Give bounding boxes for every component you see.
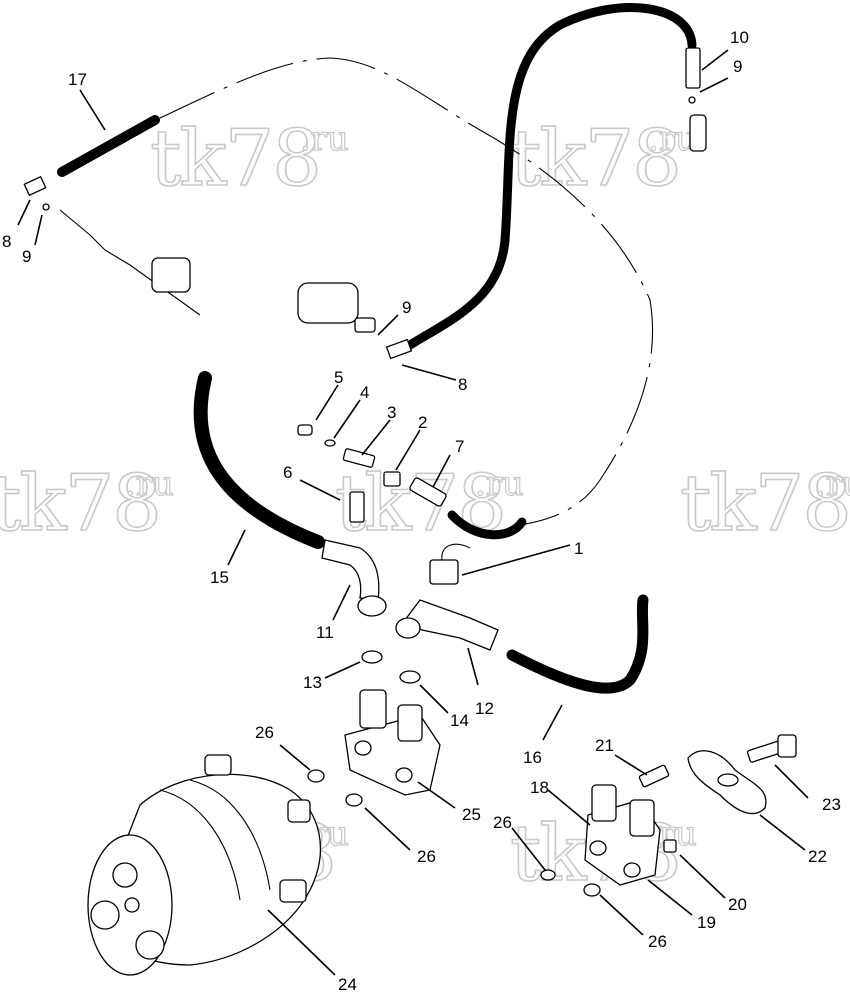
o-ring-26d: [583, 883, 601, 897]
callout-26: 26: [493, 813, 512, 832]
plug-20: [663, 839, 677, 853]
callout-labels: 17 8 9 10 9 9 8 5 4 3 2 7 6 1 15 11 13 1…: [2, 28, 841, 994]
callout-14: 14: [450, 711, 469, 730]
routing-dashed-lines: [159, 57, 654, 526]
callout-21: 21: [595, 736, 614, 755]
callout-7: 7: [455, 437, 464, 456]
callout-9: 9: [733, 57, 742, 76]
elbow-11: [321, 539, 380, 601]
callout-5: 5: [334, 368, 343, 387]
o-ring-14: [399, 670, 421, 684]
callout-4: 4: [360, 383, 369, 402]
elbow-12: [404, 599, 499, 651]
parts: [23, 47, 797, 976]
hoses: [57, 3, 697, 694]
callout-26: 26: [255, 723, 274, 742]
nut-2: [383, 471, 401, 487]
watermark-suffix: .ru: [125, 464, 174, 504]
watermark-suffix: .ru: [300, 119, 349, 159]
callout-6: 6: [283, 463, 292, 482]
compressor-24: [87, 754, 322, 976]
manifold-25: [344, 714, 441, 796]
callout-15: 15: [210, 568, 229, 587]
tee-3: [342, 448, 376, 468]
callout-26: 26: [417, 847, 436, 866]
o-ring-4: [324, 439, 336, 447]
arrows: [17, 49, 809, 976]
hose-upper: [405, 3, 697, 350]
o-ring-9-left: [42, 203, 50, 211]
hose-15: [193, 371, 325, 549]
callout-25: 25: [462, 805, 481, 824]
callout-9: 9: [22, 247, 31, 266]
callout-1: 1: [574, 539, 583, 558]
receiver-drier: [297, 282, 359, 324]
watermark-text: tk78: [680, 459, 850, 549]
hose-7: [447, 510, 527, 540]
fitting-10: [685, 47, 701, 89]
fitting-6: [349, 491, 365, 523]
callout-19: 19: [697, 913, 716, 932]
callout-2: 2: [418, 413, 427, 432]
pressure-tee: [689, 114, 707, 152]
callout-18: 18: [530, 778, 549, 797]
callout-9: 9: [402, 298, 411, 317]
o-ring-26b: [345, 793, 363, 807]
callout-13: 13: [303, 673, 322, 692]
callout-11: 11: [316, 623, 334, 642]
o-ring-9-right: [688, 96, 696, 104]
fitting-8-left: [23, 175, 47, 197]
watermark-suffix: .ru: [475, 464, 524, 504]
callout-8: 8: [458, 375, 467, 394]
elbow-11-nut: [357, 595, 387, 617]
callout-16: 16: [523, 748, 542, 767]
watermark-text: tk78: [0, 459, 160, 549]
callout-23: 23: [822, 795, 841, 814]
hose-16: [506, 594, 649, 694]
valve-21: [638, 764, 670, 788]
watermark-suffix: .ru: [648, 119, 697, 159]
o-ring-26a: [307, 769, 325, 783]
callout-20: 20: [728, 895, 747, 914]
o-ring-26c: [540, 869, 556, 881]
fitting-8-mid: [385, 338, 413, 360]
hose-17: [57, 115, 160, 177]
callout-17: 17: [68, 70, 87, 89]
o-ring-13: [361, 650, 383, 664]
callout-8: 8: [2, 232, 11, 251]
callout-10: 10: [730, 28, 749, 47]
callout-22: 22: [808, 847, 827, 866]
solenoid-block: [151, 257, 191, 293]
watermark-text: tk78: [150, 114, 320, 204]
callout-12: 12: [475, 699, 494, 718]
callout-24: 24: [338, 975, 357, 994]
switch-1: [429, 559, 459, 585]
callout-3: 3: [387, 403, 396, 422]
fitting-7: [409, 477, 447, 507]
cap-5: [297, 424, 313, 436]
callout-26: 26: [648, 932, 667, 951]
watermark-text: tk78: [510, 114, 680, 204]
watermark-suffix: .ru: [815, 464, 850, 504]
